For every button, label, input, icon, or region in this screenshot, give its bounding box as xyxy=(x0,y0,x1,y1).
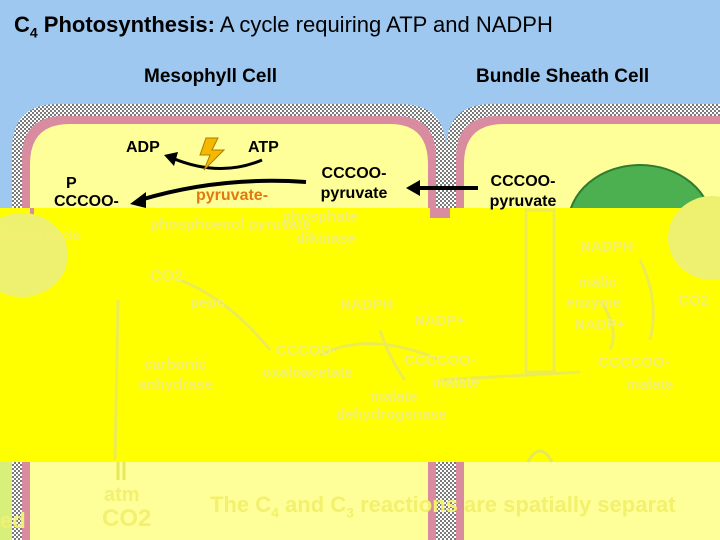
phosphate-label: P xyxy=(66,174,77,194)
malate-mid-label-1: CCCCOO- xyxy=(404,350,476,372)
pepc-label: pepc xyxy=(190,292,225,314)
atm-co2-label: CO2 xyxy=(102,508,151,530)
ppdk-label-1: phosphate xyxy=(282,206,358,228)
pep-carboxylate-label: CCCOO- xyxy=(54,192,119,212)
nadp-mid-label: NADP+ xyxy=(414,310,465,332)
bundle-sheath-pyruvate-formula: CCCOO- xyxy=(484,172,562,192)
separation-note: The C4 and C3 reactions are spatially se… xyxy=(210,492,676,520)
mesophyll-pyruvate-label: CCCOO- pyruvate xyxy=(312,164,396,204)
nadph-right-label: NADPH xyxy=(580,236,633,258)
malic-label-2: enzyme xyxy=(566,292,621,314)
adp-label: ADP xyxy=(126,138,160,158)
malic-label-1: malic xyxy=(578,272,616,294)
malate-right-label-2: malate xyxy=(626,374,674,396)
malate-right-label-1: CCCCOO- xyxy=(598,352,670,374)
mesophyll-pyruvate-formula: CCCOO- xyxy=(312,164,396,184)
carbonic-label-2: anhydrase xyxy=(138,374,213,396)
mesophyll-pyruvate-name: pyruvate xyxy=(312,184,396,204)
mdh-label-2: dehydrogenase xyxy=(336,404,447,426)
bundle-sheath-pyruvate-label: CCCOO- pyruvate xyxy=(484,172,562,212)
calvin-cycle-label: Calvin cycle xyxy=(0,224,44,246)
pep-label: phosphoenol pyruvate xyxy=(150,214,246,236)
pyruvate-enzyme-label: pyruvate- xyxy=(196,186,268,206)
atp-label: ATP xyxy=(248,138,279,158)
nadp-right-label: NADP+ xyxy=(574,314,625,336)
left-edge-label: ed xyxy=(0,510,26,532)
atm-label: atm xyxy=(104,484,140,506)
malate-mid-label-2: malate xyxy=(432,372,480,394)
bundle-sheath-cell-label: Bundle Sheath Cell xyxy=(476,66,649,88)
ppdk-label-2: dikinase xyxy=(296,228,356,250)
mesophyll-cell-label: Mesophyll Cell xyxy=(144,66,277,88)
page-title: C4 Photosynthesis: A cycle requiring ATP… xyxy=(14,12,553,40)
co2-right-label: CO2 xyxy=(678,290,709,312)
oaa-label-1: CCCOO- xyxy=(276,340,337,362)
co2-label: CO2 xyxy=(150,266,183,288)
nadph-mid-label: NADPH xyxy=(340,294,393,316)
carbonic-label-1: carbonic xyxy=(144,354,207,376)
oaa-label-2: oxaloacetate xyxy=(262,362,353,384)
bundle-sheath-pyruvate-name: pyruvate xyxy=(484,192,562,212)
